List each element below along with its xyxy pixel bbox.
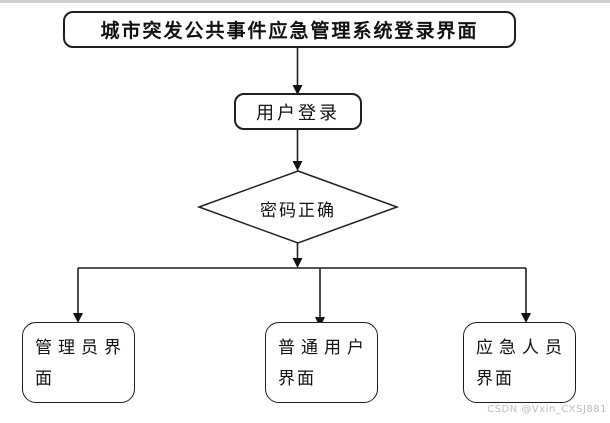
node-login-screen-title-label: 城市突发公共事件应急管理系统登录界面 xyxy=(100,21,479,42)
arrowhead-bus-right xyxy=(521,313,531,323)
node-user-login-label: 用户登录 xyxy=(256,102,340,123)
node-password-correct-label: 密码正确 xyxy=(260,201,336,220)
node-emergency-staff-interface-label-line2: 界面 xyxy=(476,369,514,388)
window-top-strip xyxy=(0,0,610,3)
node-login-screen-title: 城市突发公共事件应急管理系统登录界面 xyxy=(63,11,516,48)
node-normal-user-interface-label-line1: 普通用户 xyxy=(278,338,370,357)
node-admin-interface-label-line2: 面 xyxy=(35,369,54,388)
node-admin-interface-label-line1: 管理员界 xyxy=(35,338,127,357)
csdn-watermark: CSDN @Vxin_CXSJ881 xyxy=(487,404,607,415)
node-user-login: 用户登录 xyxy=(234,93,362,130)
arrowhead-bus-left xyxy=(73,313,83,323)
arrowhead-title-login xyxy=(292,85,303,95)
node-emergency-staff-interface: 应急人员 界面 xyxy=(463,322,576,403)
node-normal-user-interface-label-line2: 界面 xyxy=(278,369,316,388)
node-normal-user-interface: 普通用户 界面 xyxy=(265,322,378,403)
node-emergency-staff-interface-label-line1: 应急人员 xyxy=(476,338,568,357)
arrowhead-login-decision xyxy=(292,161,303,171)
node-admin-interface: 管理员界 面 xyxy=(22,322,135,403)
arrowhead-decision-bus xyxy=(292,258,303,268)
